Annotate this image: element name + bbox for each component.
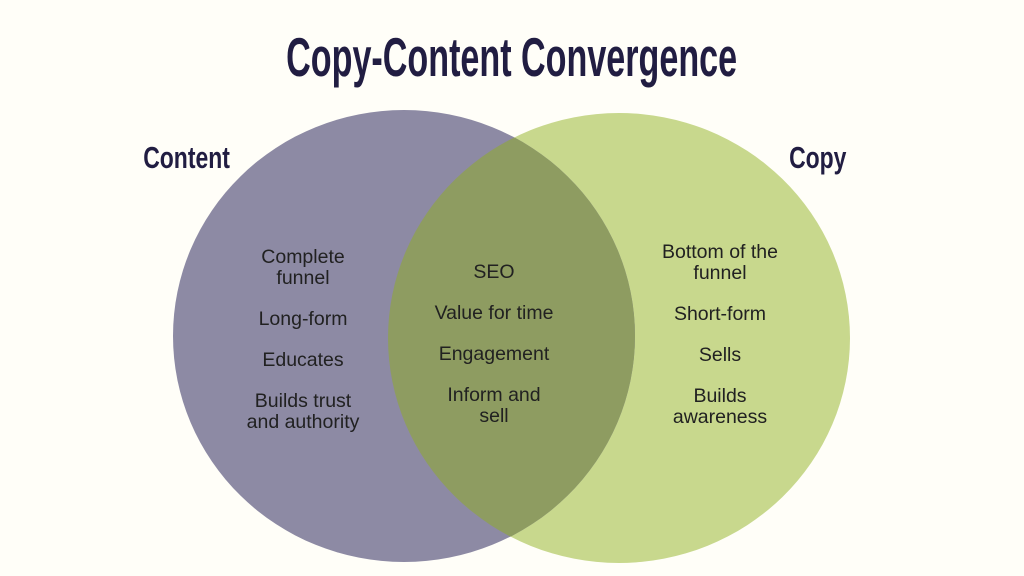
content-item-long-form: Long-form <box>258 308 348 330</box>
overlap-item-seo: SEO <box>473 261 515 283</box>
overlap-item-engagement: Engagement <box>438 343 550 365</box>
content-items-list: Complete funnel Long-form Educates Build… <box>193 247 413 433</box>
copy-circle-label: Copy <box>708 142 928 173</box>
overlap-item-inform-and-sell: Inform and sell <box>447 384 541 427</box>
overlap-item-value-for-time: Value for time <box>434 302 554 324</box>
copy-circle-label-text: Copy <box>789 140 847 175</box>
content-circle-label-text: Content <box>143 140 231 175</box>
content-circle-label: Content <box>77 142 297 173</box>
overlap-region <box>388 113 635 562</box>
page-title-text: Copy-Content Convergence <box>286 26 738 88</box>
copy-item-builds-awareness: Builds awareness <box>672 385 768 428</box>
page-title: Copy-Content Convergence <box>0 24 1024 90</box>
copy-item-bottom-of-funnel: Bottom of the funnel <box>662 241 778 284</box>
overlap-items-list: SEO Value for time Engagement Inform and… <box>384 262 604 427</box>
content-item-builds-trust: Builds trust and authority <box>246 390 360 433</box>
copy-items-list: Bottom of the funnel Short-form Sells Bu… <box>610 242 830 428</box>
content-item-educates: Educates <box>262 349 344 371</box>
content-item-complete-funnel: Complete funnel <box>261 246 345 289</box>
copy-item-short-form: Short-form <box>673 303 767 325</box>
copy-item-sells: Sells <box>698 344 742 366</box>
